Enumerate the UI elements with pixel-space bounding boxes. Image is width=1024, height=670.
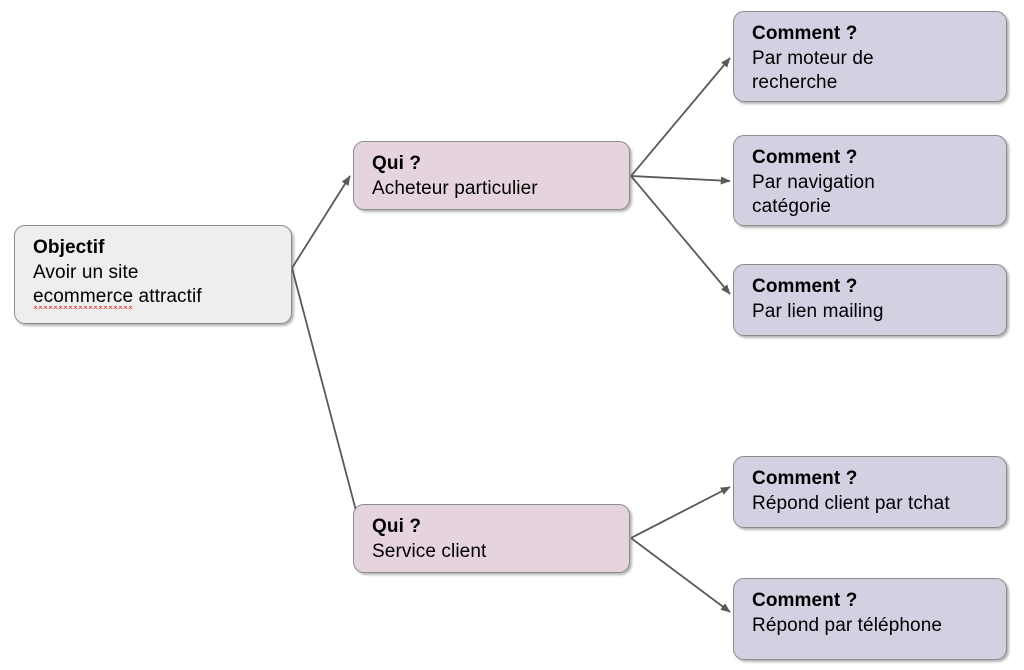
node-text-line: Par moteur de bbox=[752, 47, 874, 69]
node-body: Par lien mailing bbox=[752, 300, 1006, 325]
node-comment-moteur[interactable]: Comment ? Par moteur de recherche bbox=[733, 11, 1007, 102]
node-comment-mailing[interactable]: Comment ? Par lien mailing bbox=[733, 264, 1007, 336]
node-text-line: Répond par téléphone bbox=[752, 614, 943, 636]
node-title: Qui ? bbox=[372, 153, 422, 174]
node-comment-navigation[interactable]: Comment ? Par navigation catégorie bbox=[733, 135, 1007, 226]
node-title: Comment ? bbox=[752, 468, 858, 489]
edge-acheteur-moteur bbox=[630, 57, 731, 177]
node-text-line: catégorie bbox=[752, 196, 832, 218]
node-text-line: Par lien mailing bbox=[752, 300, 884, 322]
node-qui-service[interactable]: Qui ? Service client bbox=[353, 504, 630, 573]
edge-acheteur-mailing bbox=[630, 175, 731, 295]
node-text-remainder: attractif bbox=[133, 286, 202, 308]
node-title: Comment ? bbox=[752, 23, 858, 44]
node-comment-tchat[interactable]: Comment ? Répond client par tchat bbox=[733, 456, 1007, 528]
node-title: Comment ? bbox=[752, 147, 858, 168]
node-body: Répond par téléphone bbox=[752, 614, 1006, 639]
spellcheck-underlined-word: ecommerce bbox=[33, 286, 134, 310]
node-title: Objectif bbox=[33, 237, 105, 258]
node-title: Qui ? bbox=[372, 516, 422, 537]
node-body: Répond client par tchat bbox=[752, 492, 1006, 517]
edge-objectif-acheteur bbox=[291, 175, 351, 269]
edge-service-tchat bbox=[630, 486, 731, 539]
node-text-line: ecommerce attractif bbox=[33, 285, 202, 310]
node-text-line: Par navigation bbox=[752, 171, 875, 193]
node-qui-acheteur[interactable]: Qui ? Acheteur particulier bbox=[353, 141, 630, 210]
node-text-line: Répond client par tchat bbox=[752, 492, 950, 514]
node-body: Par moteur de recherche bbox=[752, 47, 1006, 96]
edge-objectif-service bbox=[291, 267, 361, 523]
edge-acheteur-navigation bbox=[630, 175, 731, 185]
edge-service-telephone bbox=[630, 537, 731, 613]
node-text-line: Avoir un site bbox=[33, 261, 139, 283]
node-text-line: Service client bbox=[372, 540, 487, 562]
node-comment-telephone[interactable]: Comment ? Répond par téléphone bbox=[733, 578, 1007, 660]
node-body: Par navigation catégorie bbox=[752, 171, 1006, 220]
node-title: Comment ? bbox=[752, 590, 858, 611]
node-text-line: Acheteur particulier bbox=[372, 177, 538, 199]
node-title: Comment ? bbox=[752, 276, 858, 297]
node-body: Acheteur particulier bbox=[372, 177, 629, 202]
node-body: Service client bbox=[372, 540, 629, 565]
node-text-line: recherche bbox=[752, 72, 838, 94]
